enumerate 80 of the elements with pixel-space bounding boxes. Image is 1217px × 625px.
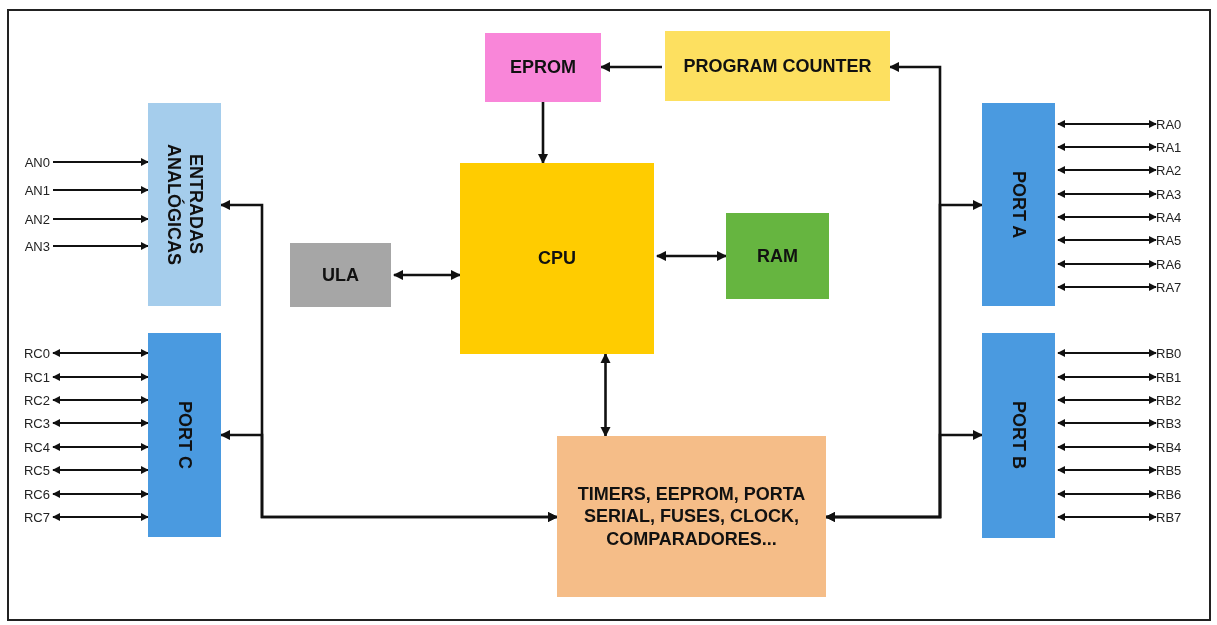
connector-arrow	[1057, 190, 1157, 198]
pin-label: RC1	[24, 368, 50, 386]
module-box	[485, 33, 601, 102]
module-box	[148, 333, 221, 537]
connector-arrow	[52, 186, 149, 194]
pin-label: RA3	[1156, 185, 1182, 203]
connector-arrow	[52, 158, 149, 166]
pin-label: RC5	[24, 461, 50, 479]
connector-arrow	[1057, 349, 1157, 357]
module-box	[726, 213, 829, 299]
connector-arrow	[537, 102, 549, 165]
connector-arrow	[52, 490, 149, 498]
connector-arrow	[1057, 120, 1157, 128]
module-box	[557, 436, 826, 597]
connector-arrow	[52, 513, 149, 521]
pin-label: RB1	[1156, 368, 1182, 386]
box-label: EPROM	[509, 56, 577, 79]
connector-arrow	[1057, 513, 1157, 521]
pin-label: RC6	[24, 485, 50, 503]
pin-label: RA0	[1156, 115, 1182, 133]
connector-arrow	[52, 443, 149, 451]
connector-arrow	[600, 352, 611, 438]
box-label: ULA	[321, 263, 360, 287]
pin-label: RC3	[24, 414, 50, 432]
box-label: ENTRADAS ANALÓGICAS	[162, 143, 207, 267]
connector-arrow	[1057, 236, 1157, 244]
connector-arrow	[1057, 419, 1157, 427]
pin-label: RB5	[1156, 461, 1182, 479]
pin-label: RB0	[1156, 344, 1182, 362]
module-box	[148, 103, 221, 306]
pin-label: RC4	[24, 438, 50, 456]
box-label: RAM	[756, 244, 799, 268]
connector-arrow	[52, 466, 149, 474]
connector-arrow	[1057, 466, 1157, 474]
box-label: PORT C	[173, 400, 196, 471]
connector-arrow	[1057, 396, 1157, 404]
connector-arrow	[1057, 283, 1157, 291]
connector-arrow	[1057, 143, 1157, 151]
connector-arrow	[1057, 260, 1157, 268]
pin-label: RC7	[24, 508, 50, 526]
module-box	[982, 333, 1055, 538]
module-box	[290, 243, 391, 307]
box-label: PORT A	[1007, 169, 1030, 241]
pin-label: RA4	[1156, 208, 1182, 226]
pin-label: RB4	[1156, 438, 1182, 456]
module-box	[665, 31, 890, 101]
connector-arrow	[392, 269, 462, 281]
pin-label: AN1	[24, 181, 50, 199]
connector-arrow	[1057, 490, 1157, 498]
connector-arrow	[1057, 443, 1157, 451]
pin-label: RA6	[1156, 255, 1182, 273]
box-label: PORT B	[1007, 400, 1030, 472]
pin-label: RB7	[1156, 508, 1182, 526]
pin-label: AN2	[24, 210, 50, 228]
connector-arrow	[1057, 166, 1157, 174]
box-label: TIMERS, EEPROM, PORTA SERIAL, FUSES, CLOCK, COMPARADORES...	[576, 482, 807, 551]
pin-label: AN3	[24, 237, 50, 255]
pin-label: RA5	[1156, 231, 1182, 249]
pin-label: AN0	[24, 153, 50, 171]
pin-label: RA2	[1156, 161, 1182, 179]
box-label: CPU	[537, 247, 577, 270]
pin-label: RA1	[1156, 138, 1182, 156]
connector-arrow	[1057, 213, 1157, 221]
connector-arrow	[1057, 373, 1157, 381]
pin-label: RA7	[1156, 278, 1182, 296]
connector-arrow	[52, 396, 149, 404]
pin-label: RC2	[24, 391, 50, 409]
pin-label: RB3	[1156, 414, 1182, 432]
connector-arrow	[655, 250, 728, 262]
connector-arrow	[52, 419, 149, 427]
connector-arrow	[52, 373, 149, 381]
connector-arrow	[52, 215, 149, 223]
module-box	[460, 163, 654, 354]
module-box	[982, 103, 1055, 306]
box-label: PROGRAM COUNTER	[682, 54, 873, 78]
pin-label: RB2	[1156, 391, 1182, 409]
pin-label: RC0	[24, 344, 50, 362]
pin-label: RB6	[1156, 485, 1182, 503]
connector-arrow	[52, 242, 149, 250]
connector-arrow	[52, 349, 149, 357]
